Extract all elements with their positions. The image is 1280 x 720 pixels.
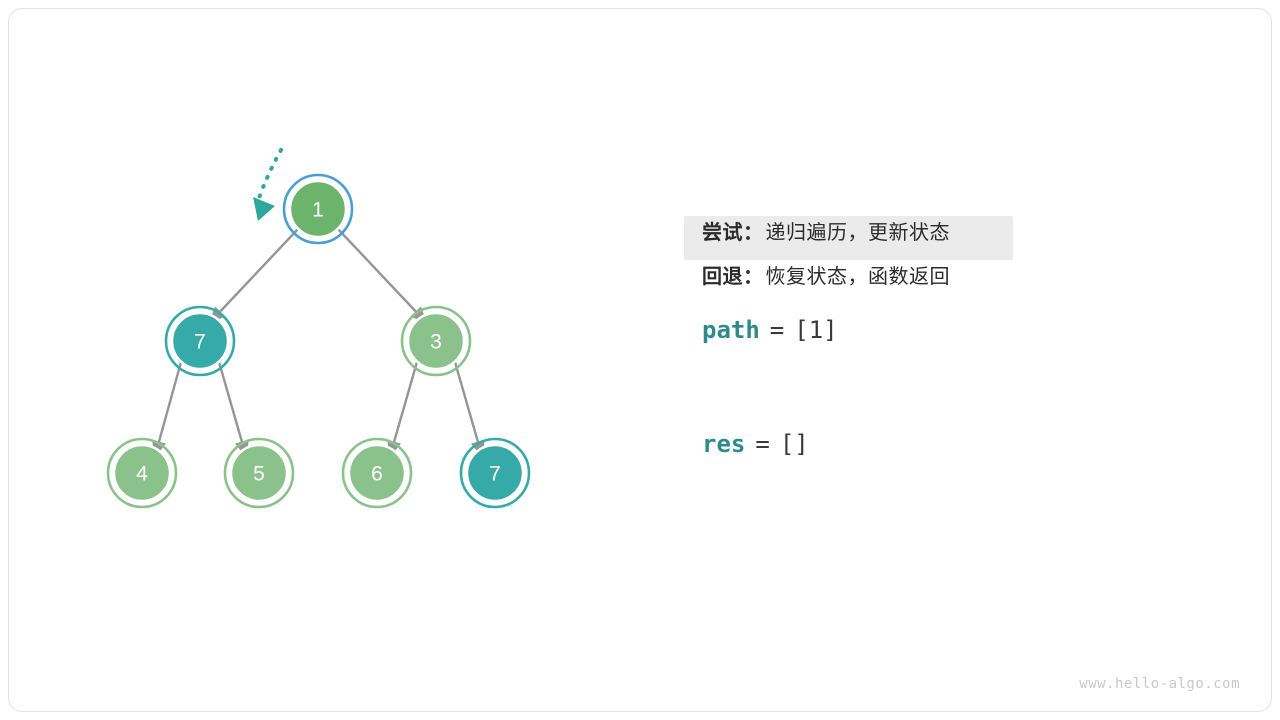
tree-node-7-right: 7 — [459, 437, 531, 509]
edge-3-7b — [453, 361, 485, 458]
try-label: 尝试： — [702, 222, 764, 244]
path-value: [1] — [794, 316, 838, 344]
tree-nodes: 1 7 3 4 5 6 7 — [106, 173, 531, 509]
edge-3-6 — [387, 361, 419, 458]
edge-1-7 — [208, 228, 299, 324]
node-label: 1 — [312, 199, 324, 222]
tree-node-4: 4 — [106, 437, 178, 509]
edge-7-5 — [217, 361, 249, 458]
state-panel: 尝试： 递归遍历，更新状态 回退： 恢复状态，函数返回 path = [1] r… — [684, 216, 1104, 458]
path-equals: = — [769, 316, 785, 344]
path-var: path — [702, 316, 760, 344]
node-label: 7 — [194, 331, 206, 354]
tree-node-7-left: 7 — [164, 305, 236, 377]
backtrack-row: 回退： 恢复状态，函数返回 — [684, 260, 1104, 304]
node-label: 3 — [430, 331, 442, 354]
res-var: res — [702, 430, 746, 458]
edge-1-3 — [337, 228, 428, 324]
watermark: www.hello-algo.com — [1079, 676, 1240, 692]
node-label: 7 — [489, 463, 501, 486]
res-row: res = [] — [684, 430, 1104, 458]
edge-7-4 — [152, 361, 183, 458]
node-label: 6 — [371, 463, 383, 486]
tree-edges — [152, 228, 485, 458]
tree-node-1: 1 — [282, 173, 354, 245]
res-value: [] — [779, 430, 809, 458]
panel-spacer — [684, 344, 1104, 418]
res-equals: = — [755, 430, 770, 458]
tree-node-3: 3 — [400, 305, 472, 377]
tree-node-5: 5 — [223, 437, 295, 509]
try-text: 递归遍历，更新状态 — [765, 222, 950, 244]
recursion-entry-arrow — [253, 148, 283, 221]
path-row: path = [1] — [684, 316, 1104, 344]
node-label: 5 — [253, 463, 265, 486]
tree-node-6: 6 — [341, 437, 413, 509]
backtrack-label: 回退： — [702, 266, 764, 288]
backtrack-text: 恢复状态，函数返回 — [765, 266, 950, 288]
try-row: 尝试： 递归遍历，更新状态 — [684, 216, 1013, 260]
node-label: 4 — [136, 463, 148, 486]
